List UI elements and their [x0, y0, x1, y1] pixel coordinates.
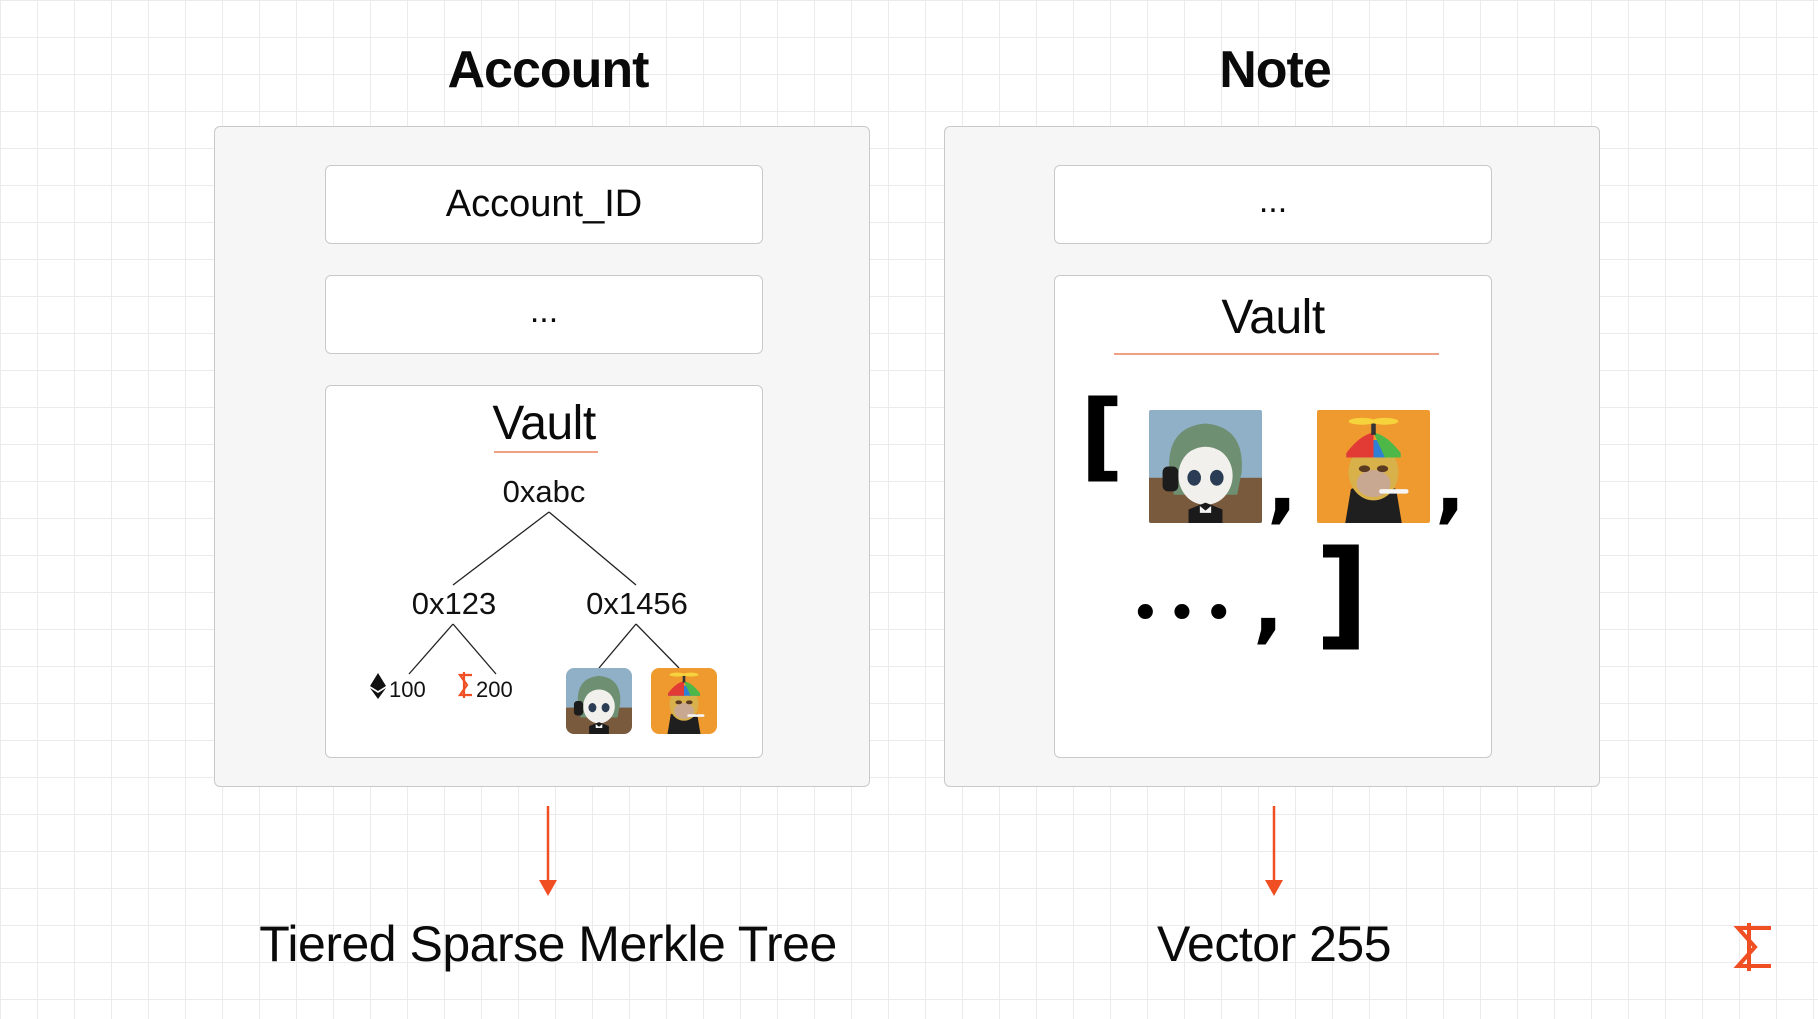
merkle-tree: 0xabc 0x123 0x1456 100 200	[370, 474, 688, 702]
tree-right-node: 0x1456	[586, 586, 688, 621]
note-ellipsis-label: ...	[1258, 182, 1288, 220]
sigma-balance: 200	[476, 677, 513, 702]
note-title: Note	[1219, 41, 1332, 99]
open-bracket: [	[1080, 380, 1124, 492]
vault-title-underline	[1114, 353, 1439, 355]
separator-comma: ,	[1253, 559, 1284, 652]
account-ellipsis-label: ...	[529, 292, 559, 330]
tree-edge	[635, 623, 680, 669]
ethereum-icon	[370, 673, 386, 699]
account-storage-label: Tiered Sparse Merkle Tree	[259, 916, 837, 972]
anime-girl-nft-thumbnail	[566, 668, 632, 734]
ape-propeller-hat-nft-icon	[651, 668, 717, 734]
tree-left-node: 0x123	[412, 586, 496, 621]
account-vault-card: Vault 0xabc 0x123 0x1456 100 200	[325, 385, 763, 758]
tree-edge	[548, 511, 637, 586]
miden-sigma-logo-icon	[1733, 923, 1771, 971]
anime-girl-nft-icon	[566, 668, 632, 734]
account-other-field: ...	[325, 275, 763, 354]
note-vault-title: Vault	[1221, 291, 1325, 344]
note-storage-label: Vector 255	[1156, 916, 1392, 972]
anime-girl-nft-icon	[1149, 410, 1262, 523]
note-down-arrow	[1265, 806, 1283, 896]
account-panel: Account_ID ... Vault 0xabc 0x123 0x1456 …	[214, 126, 870, 787]
ape-propeller-hat-nft-icon	[1317, 410, 1430, 523]
ape-nft-image	[1317, 410, 1430, 523]
account-id-field: Account_ID	[325, 165, 763, 244]
separator-comma: ,	[1267, 439, 1298, 532]
miden-sigma-icon	[457, 672, 472, 698]
account-title: Account	[447, 41, 650, 99]
close-bracket: ]	[1315, 524, 1369, 662]
ape-nft-thumbnail	[651, 668, 717, 734]
account-down-arrow	[539, 806, 557, 896]
separator-comma: ,	[1435, 439, 1466, 532]
anime-girl-nft-image	[1149, 410, 1262, 523]
ellipsis-dots: •••	[1130, 584, 1241, 644]
note-vault-card: Vault [ ,	[1054, 275, 1492, 758]
note-panel: ... Vault [ ,	[944, 126, 1600, 787]
tree-edge	[452, 623, 497, 675]
account-vault-title: Vault	[492, 397, 596, 450]
note-other-field: ...	[1054, 165, 1492, 244]
eth-balance: 100	[389, 677, 426, 702]
tree-root-node: 0xabc	[503, 474, 586, 509]
tree-edge	[452, 511, 550, 586]
vault-title-underline	[494, 451, 598, 453]
tree-edge	[408, 623, 454, 675]
account-id-label: Account_ID	[445, 183, 643, 225]
tree-edge	[598, 623, 637, 669]
